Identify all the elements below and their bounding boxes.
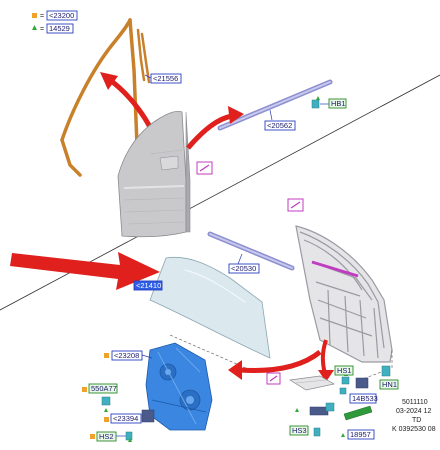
svg-text:HB1: HB1 — [331, 99, 346, 108]
bolt-550a77 — [101, 396, 111, 412]
svg-text:14B533: 14B533 — [352, 394, 378, 403]
callout-21410: <21410 — [133, 280, 163, 291]
callout-550a77: 550A77 — [82, 383, 118, 394]
callout-hs3: HS3 — [289, 425, 309, 436]
legend-equals-2: = — [40, 26, 44, 33]
svg-text:<21410: <21410 — [136, 281, 161, 290]
door-shell — [117, 110, 191, 238]
doc-info-line-1: 5011110 — [402, 399, 428, 406]
square-orange-icon — [32, 13, 37, 18]
doc-info-line-2: 03-2024 12 — [396, 408, 432, 415]
callout-14b533: 14B533 — [349, 393, 378, 404]
svg-text:18957: 18957 — [350, 430, 371, 439]
motor-23394 — [141, 409, 155, 423]
magenta-symbol-right — [287, 198, 304, 212]
legend-ref-2: 14529 — [49, 24, 70, 33]
svg-text:<20530: <20530 — [231, 264, 256, 273]
belt-moulding-lower — [207, 231, 295, 271]
svg-text:<23208: <23208 — [114, 351, 139, 360]
red-arrow-to-handle — [320, 339, 328, 375]
dashed-reference-line — [359, 350, 393, 381]
red-arrowhead-seal — [100, 72, 118, 90]
handle-18957 — [343, 405, 373, 421]
svg-text:HS2: HS2 — [99, 432, 114, 441]
magenta-symbol-upper — [196, 161, 213, 175]
legend: = <23200 = 14529 — [32, 10, 78, 34]
callout-21556: <21556 — [144, 73, 182, 84]
screw-hs2 — [125, 431, 133, 442]
connector-hn1 — [381, 365, 391, 377]
red-arrowhead-handle — [318, 370, 334, 382]
document-info: 5011110 03-2024 12 TD K 0392530 08 — [392, 399, 436, 433]
big-red-arrow — [10, 252, 160, 290]
svg-text:HS3: HS3 — [292, 426, 307, 435]
callout-20562: <20562 — [264, 109, 296, 131]
legend-ref-box-2 — [46, 23, 74, 34]
triangle-green-icon — [32, 25, 37, 30]
doc-info-line-3: TD — [412, 417, 421, 424]
callout-23208: <23208 — [104, 350, 153, 361]
svg-text:HS1: HS1 — [337, 366, 352, 375]
belt-moulding-upper — [217, 79, 333, 131]
red-arrowhead-regulator — [228, 360, 242, 380]
svg-text:<23394: <23394 — [113, 414, 138, 423]
callout-hs1: HS1 — [334, 365, 354, 376]
legend-equals: = — [40, 13, 44, 20]
svg-text:550A77: 550A77 — [91, 384, 117, 393]
red-arrow-to-regulator — [239, 350, 322, 373]
glass-run-channel — [136, 28, 151, 84]
callout-23394: <23394 — [104, 413, 142, 424]
callout-18957: 18957 — [341, 429, 375, 440]
legend-ref-box-1 — [46, 10, 78, 21]
callout-20530: <20530 — [228, 253, 260, 274]
callout-hs2: HS2 — [90, 431, 126, 442]
latch-14b533 — [339, 377, 369, 395]
svg-text:<21556: <21556 — [153, 74, 178, 83]
red-arrow-to-moulding — [186, 113, 233, 150]
red-arrowhead-moulding — [228, 106, 244, 124]
inner-handle-bracket — [288, 375, 335, 391]
glass-run-inner — [311, 260, 359, 278]
door-glass — [149, 256, 271, 359]
svg-text:HN1: HN1 — [382, 380, 397, 389]
handle-hs3 — [295, 402, 335, 437]
clip-hb1: HB1 — [311, 96, 347, 109]
window-regulator — [145, 342, 213, 431]
doc-info-line-4: K 0392530 08 — [392, 426, 436, 433]
magenta-symbol-lower — [266, 372, 281, 385]
callout-hn1: HN1 — [379, 379, 399, 390]
legend-ref-1: <23200 — [49, 11, 74, 20]
door-inner-frame — [295, 225, 393, 363]
svg-text:<20562: <20562 — [267, 121, 292, 130]
